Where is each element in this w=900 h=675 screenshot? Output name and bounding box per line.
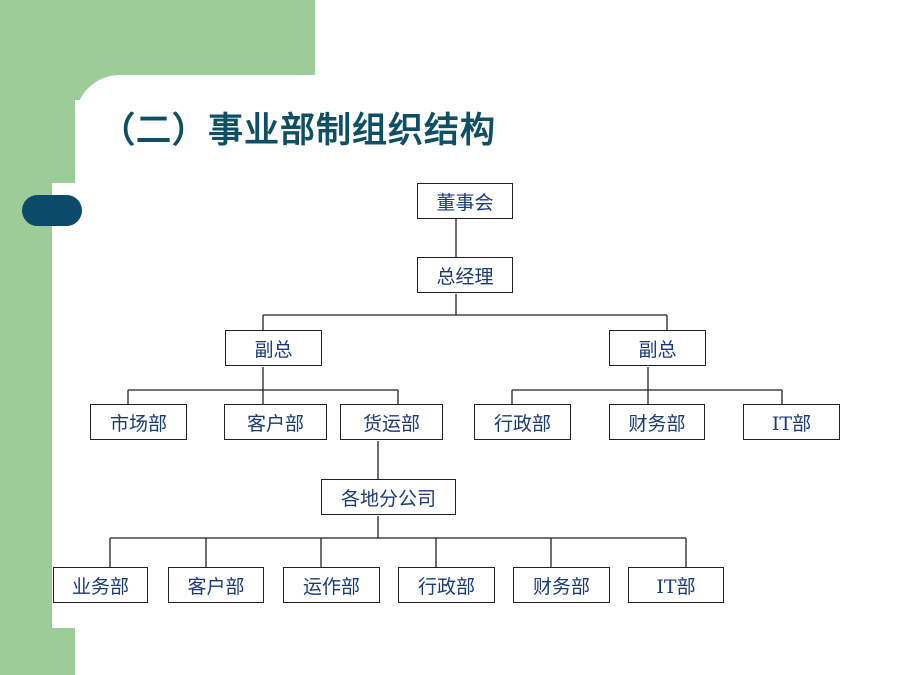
node-board: 董事会: [417, 183, 513, 219]
node-vp-right: 副总: [609, 330, 706, 366]
node-dept-it: IT部: [743, 404, 840, 440]
node-branch-operations: 运作部: [283, 567, 380, 603]
node-dept-admin: 行政部: [474, 404, 571, 440]
slide-title: （二）事业部制组织结构: [100, 110, 497, 151]
node-branch-customer: 客户部: [168, 567, 264, 603]
bullet-dot-decoration: [22, 195, 82, 226]
node-dept-freight: 货运部: [340, 404, 443, 440]
node-branch-it: IT部: [628, 567, 724, 603]
node-branch-offices: 各地分公司: [321, 479, 456, 515]
left-white-strip: [52, 183, 75, 628]
node-branch-admin: 行政部: [398, 567, 495, 603]
node-branch-finance: 财务部: [513, 567, 610, 603]
node-dept-customer: 客户部: [224, 404, 327, 440]
node-branch-business: 业务部: [53, 567, 148, 603]
node-vp-left: 副总: [225, 330, 322, 366]
node-dept-finance: 财务部: [609, 404, 705, 440]
node-general-manager: 总经理: [417, 257, 513, 293]
node-dept-market: 市场部: [90, 404, 187, 440]
